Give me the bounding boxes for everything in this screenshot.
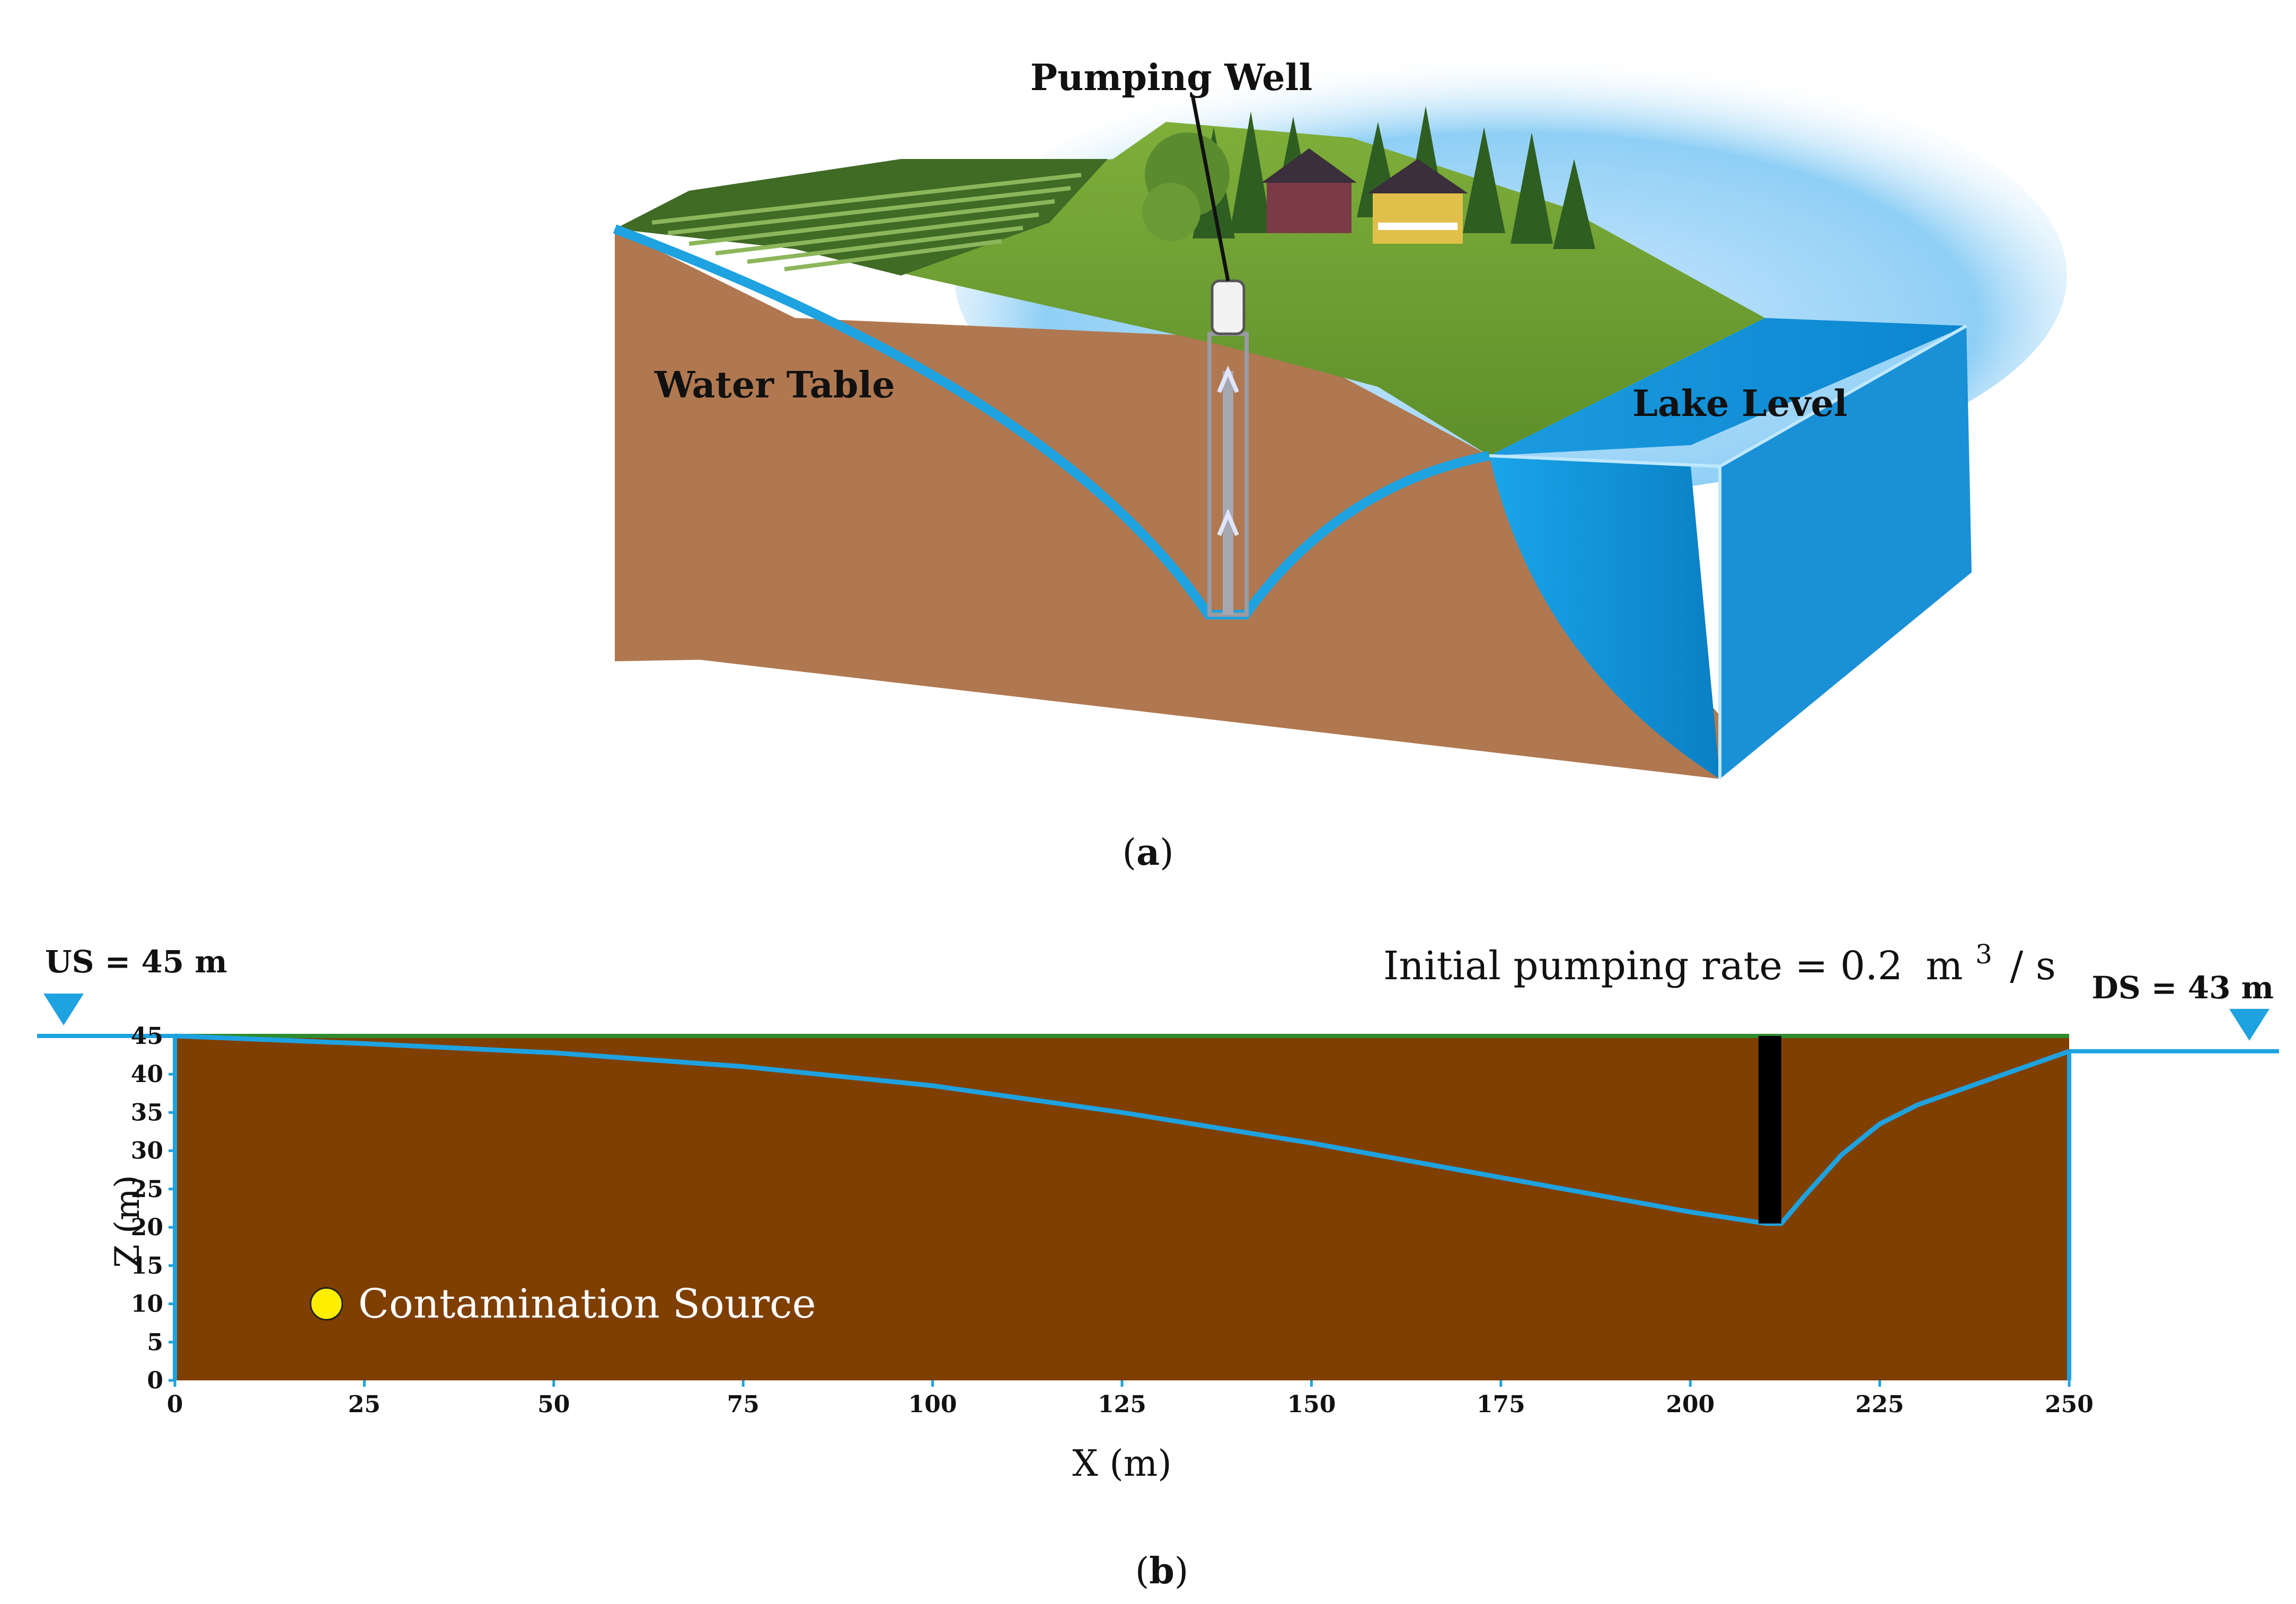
soil-cross-section bbox=[615, 229, 1720, 779]
x-tick-label: 75 bbox=[727, 1391, 760, 1418]
pumping-rate-unit-tail: / s bbox=[2010, 943, 2055, 989]
svg-text:(a): (a) bbox=[1122, 831, 1173, 874]
x-tick-label: 250 bbox=[2045, 1391, 2094, 1418]
x-tick-label: 0 bbox=[167, 1391, 183, 1418]
x-tick-label: 25 bbox=[348, 1391, 381, 1418]
y-tick-label: 10 bbox=[131, 1291, 163, 1318]
y-tick-label: 40 bbox=[131, 1061, 163, 1088]
lake-side-face bbox=[1720, 326, 1972, 779]
water-table-line bbox=[613, 224, 1490, 619]
contamination-source-marker bbox=[310, 1287, 343, 1321]
pumping-rate-text: Initial pumping rate = 0.2 bbox=[1383, 943, 1903, 989]
x-tick-label: 100 bbox=[908, 1391, 957, 1418]
lake-block bbox=[1489, 318, 1972, 779]
y-tick-label: 35 bbox=[131, 1099, 163, 1126]
y-axis-label: Z (m) bbox=[108, 1175, 147, 1268]
y-tick-label: 25 bbox=[131, 1176, 163, 1203]
lake-level-label: Lake Level bbox=[1632, 383, 1848, 425]
x-tick-label: 225 bbox=[1856, 1391, 1904, 1418]
caption-b-letter: b bbox=[1149, 1550, 1175, 1592]
panel-b-cross-section: Contamination Source US = 45 m DS = 43 m… bbox=[37, 927, 2279, 1485]
water-table-series-line bbox=[174, 1033, 2070, 1226]
upstream-head-label: US = 45 m bbox=[45, 944, 227, 980]
y-tick-label: 5 bbox=[147, 1329, 163, 1356]
x-axis-label: X (m) bbox=[1072, 1443, 1172, 1485]
downstream-head-triangle-icon bbox=[2229, 1008, 2269, 1041]
y-tick-label: 0 bbox=[147, 1367, 163, 1394]
pumping-well-column bbox=[1758, 1036, 1781, 1224]
y-tick-label: 30 bbox=[131, 1138, 163, 1165]
x-tick-label: 175 bbox=[1477, 1391, 1525, 1418]
caption-b: (b) bbox=[1135, 1550, 1189, 1592]
y-tick-label: 15 bbox=[131, 1252, 163, 1279]
y-axis-ticks: 0 5 10 15 20 25 30 35 40 45 bbox=[131, 1023, 175, 1394]
soil-region bbox=[175, 1036, 2069, 1380]
pumping-rate-annotation: Initial pumping rate = 0.2 m 3 / s bbox=[1383, 927, 2056, 989]
x-axis-ticks: 0 25 50 75 100 125 150 175 200 225 250 bbox=[167, 1380, 2094, 1418]
pumping-well-label: Pumping Well bbox=[1030, 57, 1312, 99]
house-icon bbox=[1367, 159, 1468, 244]
upstream-head-triangle-icon bbox=[43, 994, 84, 1025]
crop-field bbox=[615, 159, 1108, 276]
x-tick-label: 50 bbox=[537, 1391, 570, 1418]
downstream-head-label: DS = 43 m bbox=[2092, 970, 2274, 1006]
x-tick-label: 125 bbox=[1098, 1391, 1146, 1418]
lake-front-face bbox=[1489, 456, 1720, 779]
contamination-source-label: Contamination Source bbox=[358, 1280, 816, 1327]
lake-surface bbox=[1489, 318, 1966, 456]
caption-a: (a) bbox=[1122, 831, 1173, 874]
x-tick-label: 200 bbox=[1666, 1391, 1715, 1418]
water-table-label: Water Table bbox=[654, 364, 895, 406]
y-tick-label: 20 bbox=[131, 1214, 163, 1241]
pumping-rate-unit-exponent: 3 bbox=[1975, 939, 1992, 970]
x-tick-label: 150 bbox=[1287, 1391, 1336, 1418]
pumping-rate-unit: m bbox=[1926, 943, 1963, 989]
y-tick-label: 45 bbox=[131, 1023, 163, 1050]
svg-text:(b): (b) bbox=[1135, 1550, 1189, 1592]
pumping-well bbox=[1190, 95, 1249, 617]
panel-a-block-diagram: Pumping Well Water Table Lake Level bbox=[613, 53, 2067, 779]
house-icon bbox=[1261, 148, 1357, 233]
caption-a-letter: a bbox=[1136, 831, 1160, 874]
